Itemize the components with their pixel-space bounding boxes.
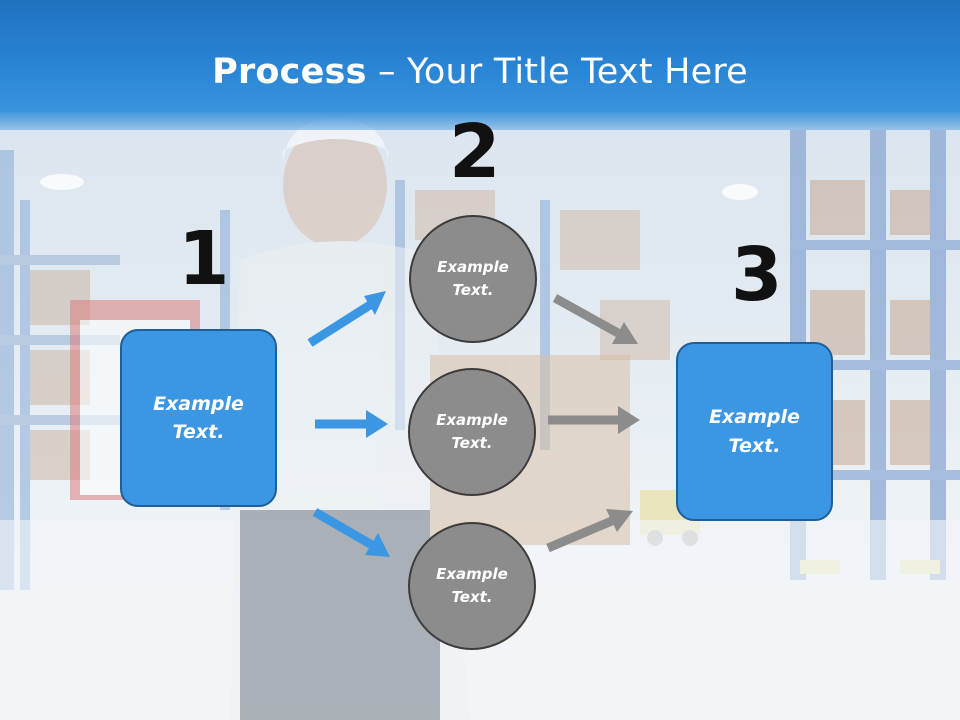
arrow-to-step-3-middle (548, 406, 640, 434)
step-1-label: Example Text. (153, 392, 244, 444)
title-bold-word: Process (212, 52, 367, 92)
arrow-to-step-2-bottom (312, 508, 390, 557)
circle-label-top: Example Text. (437, 257, 509, 299)
step-1-box[interactable]: Example Text. (120, 329, 277, 507)
step-number-1: 1 (178, 216, 230, 302)
step-3-box[interactable]: Example Text. (676, 342, 833, 521)
step-number-2: 2 (449, 109, 501, 195)
arrow-to-step-2-middle (315, 410, 388, 438)
step-2-circle-bottom[interactable]: Example Text. (408, 522, 536, 650)
circle-label-middle: Example Text. (436, 410, 508, 452)
arrow-to-step-3-top (552, 294, 638, 344)
arrow-to-step-2-top (307, 291, 386, 347)
step-2-circle-middle[interactable]: Example Text. (408, 368, 536, 496)
step-3-label: Example Text. (709, 406, 800, 457)
slide-title: Process – Your Title Text Here (0, 52, 960, 92)
title-rest-text: – Your Title Text Here (366, 52, 748, 92)
circle-label-bottom: Example Text. (436, 564, 508, 606)
step-2-circle-top[interactable]: Example Text. (409, 215, 537, 343)
arrow-to-step-3-bottom (546, 509, 633, 553)
title-bar: Process – Your Title Text Here (0, 0, 960, 130)
step-number-3: 3 (731, 232, 783, 318)
